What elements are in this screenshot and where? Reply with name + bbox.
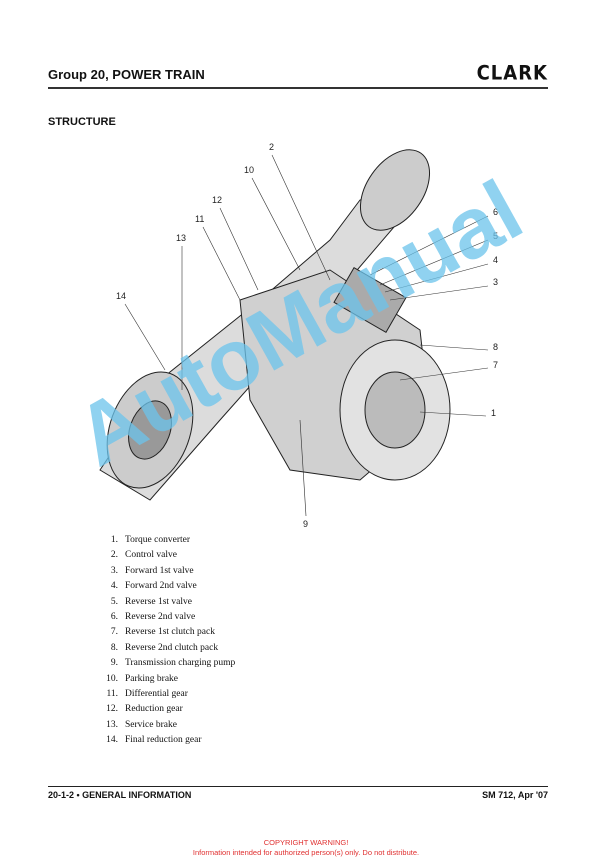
list-item: 11. Differential gear xyxy=(100,689,235,704)
item-label: Reduction gear xyxy=(125,704,183,715)
item-label: Reverse 1st valve xyxy=(125,596,193,607)
clark-logo: CLARK xyxy=(476,61,548,86)
item-label: Service brake xyxy=(125,719,177,730)
item-label: Final reduction gear xyxy=(125,735,202,746)
list-item: 12. Reduction gear xyxy=(100,704,235,719)
item-number: 13. xyxy=(106,719,118,730)
callout-7: 7 xyxy=(493,360,499,370)
callout-12: 12 xyxy=(212,195,223,205)
item-label: Reverse 1st clutch pack xyxy=(125,627,215,638)
footer-divider xyxy=(48,786,548,787)
list-item: 1. Torque converter xyxy=(100,535,235,550)
item-label: Forward 1st valve xyxy=(125,565,194,576)
item-label: Differential gear xyxy=(125,688,188,699)
item-number: 3. xyxy=(110,565,118,576)
parts-list: 1. Torque converter 2. Control valve 3. For… xyxy=(100,535,235,750)
footer-page-ref: 20-1-2 • GENERAL INFORMATION xyxy=(48,790,192,800)
item-label: Reverse 2nd clutch pack xyxy=(125,642,219,653)
callout-1: 1 xyxy=(491,408,497,418)
callout-10: 10 xyxy=(244,165,255,175)
callout-3: 3 xyxy=(493,277,499,287)
drivetrain-illustration xyxy=(99,149,489,517)
item-number: 8. xyxy=(110,642,118,653)
item-number: 6. xyxy=(110,611,118,622)
item-number: 10. xyxy=(106,673,118,684)
item-number: 9. xyxy=(110,658,118,669)
callout-14: 14 xyxy=(116,291,127,301)
list-item: 9. Transmission charging pump xyxy=(100,658,235,673)
list-item: 3. Forward 1st valve xyxy=(100,566,235,581)
item-number: 1. xyxy=(110,535,118,545)
item-number: 5. xyxy=(110,596,118,607)
header-title: Group 20, POWER TRAIN xyxy=(48,67,205,82)
callout-13: 13 xyxy=(176,233,187,243)
copyright-title: COPYRIGHT WARNING! xyxy=(263,838,349,847)
item-label: Transmission charging pump xyxy=(125,658,236,669)
item-number: 14. xyxy=(106,735,118,746)
item-label: Parking brake xyxy=(125,673,179,684)
item-number: 11. xyxy=(106,688,118,699)
list-item: 2. Control valve xyxy=(100,550,235,565)
copyright-warning: COPYRIGHT WARNING! Information intended … xyxy=(0,838,612,858)
power-train-diagram: 2 10 12 11 13 14 6 5 4 3 8 7 1 9 xyxy=(0,130,612,540)
list-item: 8. Reverse 2nd clutch pack xyxy=(100,643,235,658)
section-title: STRUCTURE xyxy=(48,116,116,128)
list-item: 6. Reverse 2nd valve xyxy=(100,612,235,627)
item-number: 4. xyxy=(110,581,118,592)
callout-11: 11 xyxy=(195,214,205,224)
list-item: 10. Parking brake xyxy=(100,674,235,689)
item-number: 7. xyxy=(110,627,118,638)
list-item: 14. Final reduction gear xyxy=(100,735,235,750)
footer-doc-ref: SM 712, Apr '07 xyxy=(482,790,548,800)
callout-5: 5 xyxy=(493,231,499,241)
item-number: 12. xyxy=(106,704,118,715)
item-label: Control valve xyxy=(125,550,177,561)
copyright-text: Information intended for authorized pers… xyxy=(192,848,420,857)
item-label: Reverse 2nd valve xyxy=(125,611,196,622)
callout-8: 8 xyxy=(493,342,499,352)
item-number: 2. xyxy=(110,550,118,561)
callout-6: 6 xyxy=(493,207,499,217)
item-label: Forward 2nd valve xyxy=(125,581,197,592)
list-item: 4. Forward 2nd valve xyxy=(100,581,235,596)
callout-4: 4 xyxy=(493,255,499,265)
header-divider xyxy=(48,87,548,89)
list-item: 5. Reverse 1st valve xyxy=(100,597,235,612)
list-item: 7. Reverse 1st clutch pack xyxy=(100,627,235,642)
callout-9: 9 xyxy=(303,519,309,529)
list-item: 13. Service brake xyxy=(100,720,235,735)
callout-2: 2 xyxy=(269,142,275,152)
item-label: Torque converter xyxy=(125,535,191,545)
